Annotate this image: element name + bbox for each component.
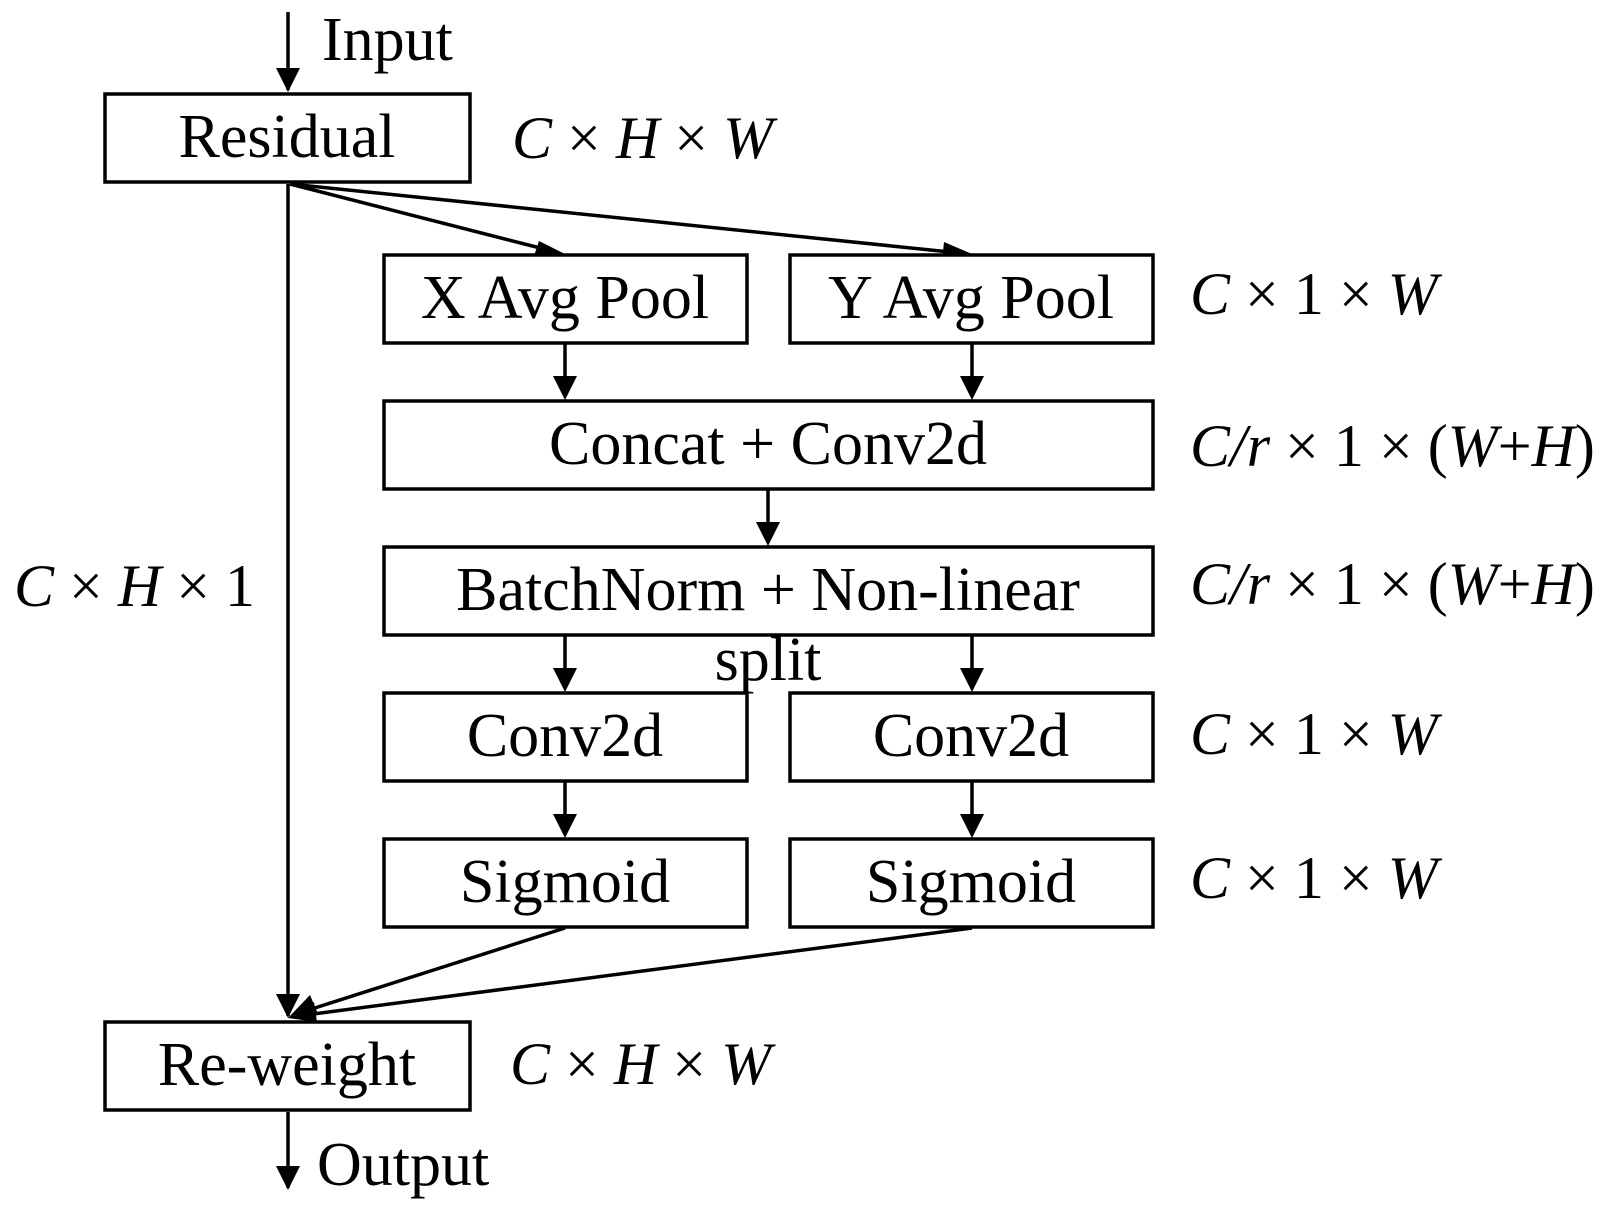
node-residual-label: Residual xyxy=(179,103,396,171)
dim-reweight-part-4: W xyxy=(721,1031,776,1097)
dim-batchnorm-part-3: + xyxy=(1498,551,1532,617)
dim-skip-part-2: H xyxy=(117,553,165,619)
arrowhead-sigmoid-right xyxy=(960,814,984,838)
dim-skip-part-1: × xyxy=(54,553,118,619)
arrowhead-sigmoid-left xyxy=(553,814,577,838)
node-x-avg-pool-label: X Avg Pool xyxy=(421,264,709,332)
node-concat-conv2d-label: Concat + Conv2d xyxy=(549,410,987,478)
node-reweight-label: Re-weight xyxy=(158,1031,416,1099)
dim-residual-part-3: × xyxy=(659,105,723,171)
node-conv2d-left-label: Conv2d xyxy=(467,702,663,770)
dim-reweight-part-2: H xyxy=(613,1031,661,1097)
input-label: Input xyxy=(322,6,453,74)
arrowhead-concat-batchnorm xyxy=(756,522,780,546)
dim-conv2d-part-0: C xyxy=(1190,701,1231,767)
edges xyxy=(276,12,984,1190)
dim-reweight-part-1: × xyxy=(550,1031,614,1097)
node-sigmoid-right-label: Sigmoid xyxy=(866,848,1076,916)
dim-residual-part-0: C xyxy=(512,105,553,171)
dim-batchnorm-part-4: H xyxy=(1531,551,1579,617)
dim-batchnorm-part-5: ) xyxy=(1575,551,1595,617)
node-y-avg-pool: Y Avg Pool xyxy=(788,253,1155,345)
dim-batchnorm-part-0: C/r xyxy=(1190,551,1271,617)
dim-batchnorm-part-1: × 1 × ( xyxy=(1270,551,1448,617)
node-residual: Residual xyxy=(103,92,472,184)
dim-residual-part-1: × xyxy=(552,105,616,171)
node-batchnorm-nonlinear-label: BatchNorm + Non-linear xyxy=(456,556,1080,624)
dim-residual: C × H × W xyxy=(512,105,778,171)
dim-conv2d-part-1: × 1 × xyxy=(1230,701,1388,767)
node-y-avg-pool-label: Y Avg Pool xyxy=(828,264,1114,332)
edge-sigmoid-left-to-reweight xyxy=(295,926,566,1016)
dim-reweight: C × H × W xyxy=(510,1031,776,1097)
arrowhead-skip xyxy=(276,994,300,1018)
node-conv2d-left: Conv2d xyxy=(382,691,749,783)
dim-skip-part-3: × 1 xyxy=(161,553,255,619)
arrowhead-x-pool-concat xyxy=(553,376,577,400)
dim-concat-part-4: H xyxy=(1531,413,1579,479)
dim-conv2d: C × 1 × W xyxy=(1190,701,1443,767)
split-label: split xyxy=(715,626,822,694)
dim-sigmoid-part-0: C xyxy=(1190,845,1231,911)
output-label: Output xyxy=(317,1131,489,1199)
node-concat-conv2d: Concat + Conv2d xyxy=(382,399,1155,491)
node-sigmoid-right: Sigmoid xyxy=(788,837,1155,929)
dim-skip-part-0: C xyxy=(14,553,55,619)
dim-concat-part-2: W xyxy=(1448,413,1503,479)
arrowhead-output xyxy=(276,1166,300,1190)
edge-residual-to-y-avg-pool xyxy=(289,182,951,254)
dim-pool: C × 1 × W xyxy=(1190,261,1443,327)
dim-batchnorm-part-2: W xyxy=(1448,551,1503,617)
node-conv2d-right: Conv2d xyxy=(788,691,1155,783)
dim-pool-part-1: × 1 × xyxy=(1230,261,1388,327)
dim-concat-part-5: ) xyxy=(1575,413,1595,479)
edge-residual-to-x-avg-pool xyxy=(289,182,549,252)
node-reweight: Re-weight xyxy=(103,1020,472,1112)
node-sigmoid-left: Sigmoid xyxy=(382,837,749,929)
dim-sigmoid: C × 1 × W xyxy=(1190,845,1443,911)
dim-pool-part-2: W xyxy=(1388,261,1443,327)
arrowhead-input xyxy=(276,68,300,92)
dim-sigmoid-part-1: × 1 × xyxy=(1230,845,1388,911)
node-x-avg-pool: X Avg Pool xyxy=(382,253,749,345)
dim-residual-part-4: W xyxy=(723,105,778,171)
arrowhead-conv2d-left xyxy=(553,668,577,692)
dim-concat-part-0: C/r xyxy=(1190,413,1271,479)
dim-concat: C/r × 1 × (W+H) xyxy=(1190,413,1595,479)
arrowhead-y-pool-concat xyxy=(960,376,984,400)
node-conv2d-right-label: Conv2d xyxy=(873,702,1069,770)
dim-batchnorm: C/r × 1 × (W+H) xyxy=(1190,551,1595,617)
arrowhead-reweight-from-right xyxy=(288,1002,317,1022)
edge-sigmoid-right-to-reweight xyxy=(297,926,973,1018)
node-batchnorm-nonlinear: BatchNorm + Non-linear xyxy=(382,545,1155,637)
node-sigmoid-left-label: Sigmoid xyxy=(460,848,670,916)
dim-concat-part-3: + xyxy=(1498,413,1532,479)
dim-pool-part-0: C xyxy=(1190,261,1231,327)
dim-skip: C × H × 1 xyxy=(14,553,255,619)
dim-sigmoid-part-2: W xyxy=(1388,845,1443,911)
dim-concat-part-1: × 1 × ( xyxy=(1270,413,1448,479)
dim-reweight-part-3: × xyxy=(657,1031,721,1097)
dim-reweight-part-0: C xyxy=(510,1031,551,1097)
dim-conv2d-part-2: W xyxy=(1388,701,1443,767)
dim-residual-part-2: H xyxy=(615,105,663,171)
arrowhead-conv2d-right xyxy=(960,668,984,692)
